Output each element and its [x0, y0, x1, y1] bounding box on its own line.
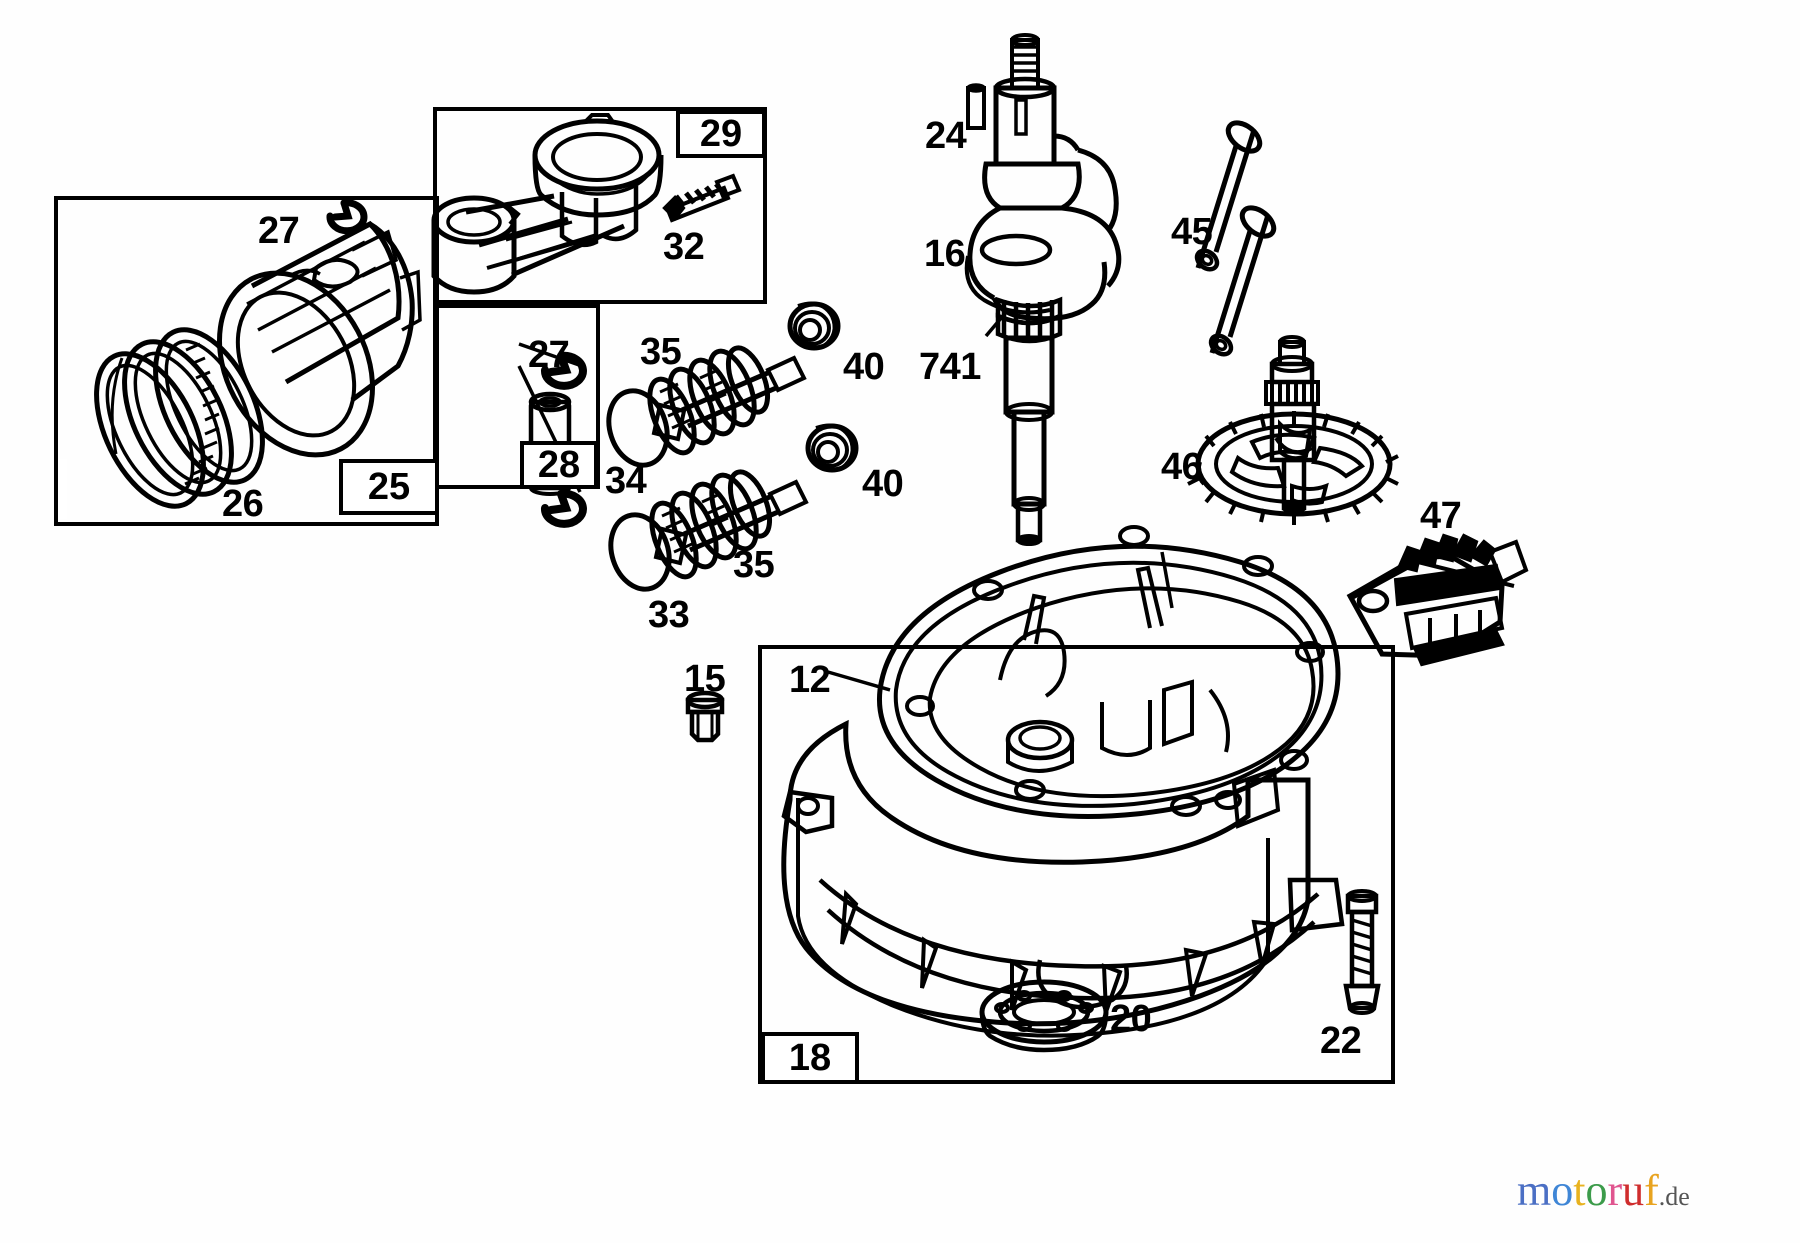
boxed-callout-29: 29	[676, 110, 766, 158]
boxed-callout-28: 28	[520, 441, 598, 489]
callout-33: 33	[648, 594, 690, 636]
watermark-letter-u: u	[1622, 1166, 1645, 1215]
callout-27-ring: 27	[258, 210, 300, 252]
valve-tappet-upper	[1194, 120, 1263, 272]
valve-tappet-lower	[1208, 205, 1277, 357]
callout-27-pin: 27	[528, 334, 570, 376]
piston-ring-set-illustration	[94, 327, 265, 509]
callout-16: 16	[924, 233, 966, 275]
watermark-letter-m: m	[1517, 1166, 1552, 1215]
callout-12: 12	[789, 659, 831, 701]
piston-illustration	[217, 220, 422, 458]
group-box-piston	[54, 196, 439, 526]
watermark-letter-o2: o	[1585, 1166, 1608, 1215]
callout-22: 22	[1320, 1020, 1362, 1062]
callout-32: 32	[663, 226, 705, 268]
group-box-sump	[758, 645, 1395, 1084]
valve-retainer-lower	[805, 423, 859, 473]
watermark-letter-f: f	[1644, 1166, 1659, 1215]
motoruf-watermark: motoruf.de	[1517, 1165, 1690, 1216]
callout-45: 45	[1171, 211, 1213, 253]
retaining-clip-icon-27b-bottom	[541, 489, 587, 528]
group-box-piston-pin	[433, 304, 600, 489]
group-box-connecting-rod	[433, 107, 767, 304]
sump-bolt-illustration	[1343, 889, 1381, 1015]
callout-34: 34	[605, 460, 647, 502]
callout-20: 20	[1110, 998, 1152, 1040]
retaining-clip-icon-27a	[326, 199, 368, 235]
callout-47: 47	[1420, 495, 1462, 537]
callout-46: 46	[1161, 446, 1203, 488]
watermark-letter-t: t	[1573, 1166, 1586, 1215]
frame-mask-piston	[58, 459, 67, 519]
camshaft-illustration	[1187, 335, 1399, 525]
connecting-rod-illustration	[431, 113, 664, 295]
oil-drain-plug-illustration	[685, 690, 725, 743]
governor-assembly-illustration	[1346, 533, 1529, 667]
boxed-callout-25: 25	[339, 459, 439, 515]
valve-assembly-upper	[606, 345, 807, 468]
callout-40-upper: 40	[843, 346, 885, 388]
watermark-letter-o1: o	[1551, 1166, 1574, 1215]
valve-retainer-upper	[787, 301, 841, 351]
leader-line-12	[827, 670, 891, 692]
connecting-rod-bolt-illustration	[662, 173, 742, 223]
watermark-letter-r: r	[1607, 1166, 1623, 1215]
callout-15: 15	[684, 658, 726, 700]
boxed-callout-18: 18	[761, 1032, 859, 1084]
callout-35-lower: 35	[733, 544, 775, 586]
sump-illustration	[781, 525, 1345, 1038]
watermark-suffix: .de	[1658, 1182, 1690, 1211]
valve-assembly-lower	[608, 469, 809, 592]
callout-741: 741	[919, 346, 981, 388]
oil-seal-illustration	[979, 979, 1109, 1053]
callout-26: 26	[222, 483, 264, 525]
callout-40-lower: 40	[862, 463, 904, 505]
callout-24: 24	[925, 115, 967, 157]
callout-35-upper: 35	[640, 331, 682, 373]
crankshaft-illustration	[964, 33, 1122, 546]
